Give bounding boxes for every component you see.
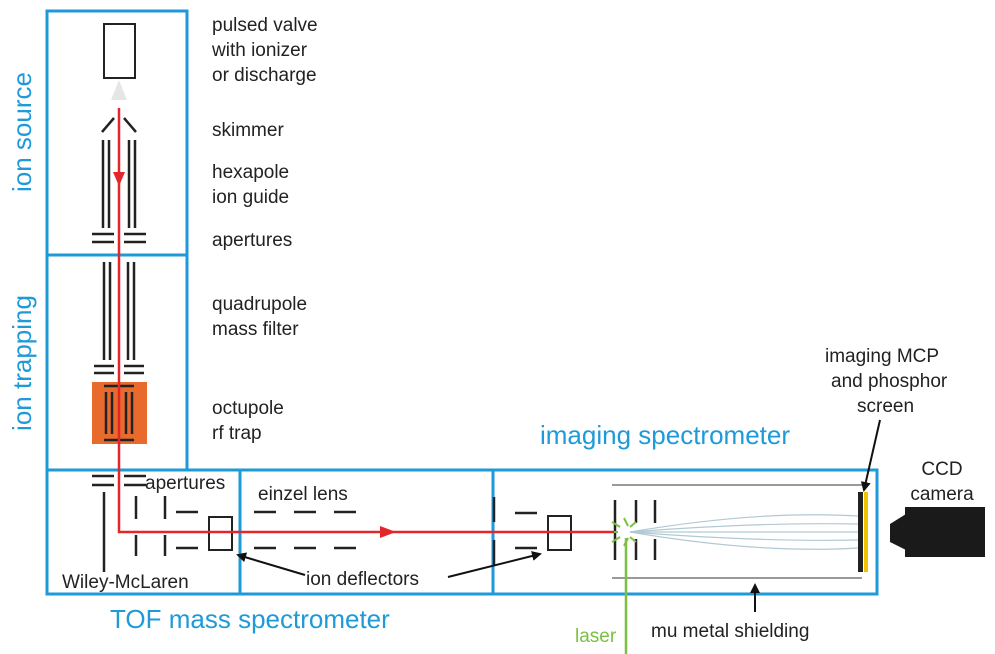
label-quadrupole-2: mass filter — [212, 319, 299, 340]
label-imaging-mcp-3: screen — [857, 396, 914, 417]
pulsed-valve-body — [103, 23, 136, 79]
section-label-ion-trapping: ion trapping — [7, 295, 37, 431]
ion-beam-arrow-down — [113, 172, 125, 186]
wiley-mclaren-plates — [102, 492, 167, 572]
label-ion-deflectors: ion deflectors — [306, 569, 419, 590]
label-octupole-1: octupole — [212, 398, 284, 419]
label-hexapole-1: hexapole — [212, 162, 289, 183]
apertures-trap-plates — [94, 364, 144, 375]
hexapole-rods — [101, 140, 137, 228]
section-label-imaging: imaging spectrometer — [540, 420, 790, 450]
tof-lens-plates — [176, 510, 198, 550]
gas-plume — [111, 80, 127, 100]
label-pulsed-valve-1: pulsed valve — [212, 15, 318, 36]
ion-beam-path — [117, 108, 614, 534]
section-label-tof: TOF mass spectrometer — [110, 604, 390, 634]
label-octupole-2: rf trap — [212, 423, 262, 444]
pointer-arrows — [236, 419, 881, 612]
label-wiley-mclaren: Wiley-McLaren — [62, 572, 189, 593]
label-skimmer: skimmer — [212, 120, 284, 141]
label-mu-metal: mu metal shielding — [651, 621, 809, 642]
ion-beam-arrow-right — [380, 526, 396, 538]
label-einzel-lens: einzel lens — [258, 484, 348, 505]
phosphor-screen — [864, 492, 868, 572]
apertures-bottom-plates — [92, 474, 146, 487]
label-pulsed-valve-3: or discharge — [212, 65, 317, 86]
label-apertures-top: apertures — [212, 230, 292, 251]
label-apertures-bottom: apertures — [145, 473, 225, 494]
skimmer — [101, 117, 137, 133]
section-label-ion-source: ion source — [7, 72, 37, 192]
label-ccd-1: CCD — [921, 459, 962, 480]
label-imaging-mcp-1: imaging MCP — [825, 346, 939, 367]
label-pulsed-valve-2: with ionizer — [211, 40, 308, 61]
label-ccd-2: camera — [910, 484, 974, 505]
imaging-entrance-plates — [492, 497, 537, 565]
quadrupole-rods — [102, 262, 136, 360]
photoelectron-fan — [629, 514, 859, 550]
einzel-lens-plates — [254, 510, 356, 550]
apertures-top-plates — [92, 232, 146, 244]
vmi-electrodes — [613, 500, 657, 560]
label-hexapole-2: ion guide — [212, 187, 289, 208]
label-laser: laser — [575, 626, 617, 647]
label-imaging-mcp-2: and phosphor — [831, 371, 948, 392]
section-frames — [45, 9, 879, 596]
mcp-detector — [858, 492, 863, 572]
ion-deflector-1 — [208, 516, 233, 551]
ccd-camera-lens — [890, 514, 906, 550]
mu-metal-shielding-tube — [612, 484, 862, 579]
ccd-camera-body — [905, 507, 985, 557]
label-quadrupole-1: quadrupole — [212, 294, 307, 315]
